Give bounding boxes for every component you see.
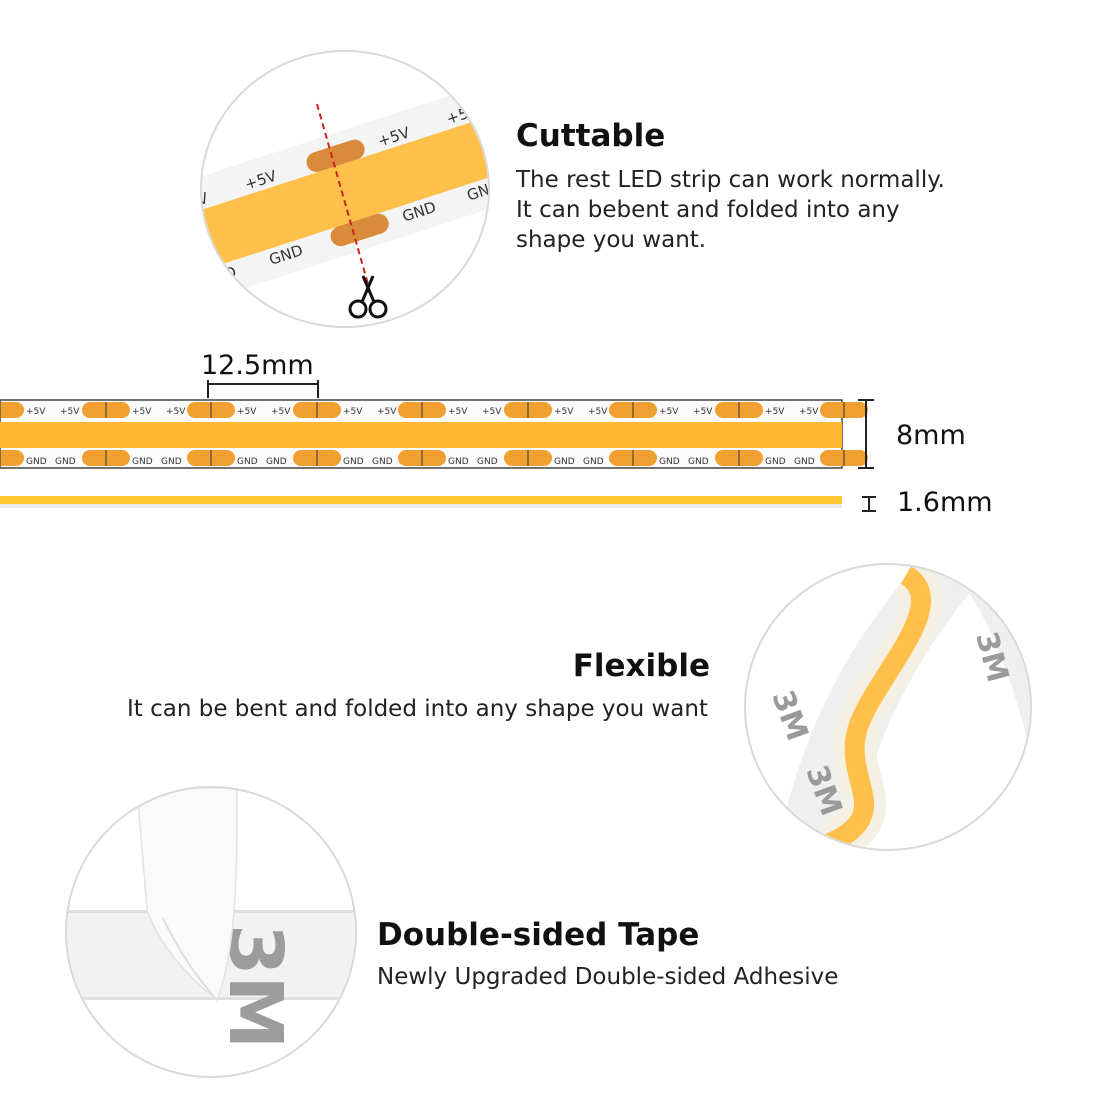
pos-pad-label: +5V	[448, 407, 468, 417]
gnd-pad-label: GND	[55, 457, 76, 467]
gnd-pad-label: GND	[266, 457, 287, 467]
gnd-pad-label: GND	[448, 457, 469, 467]
copper-pad-bottom	[330, 213, 389, 247]
gnd-pad-label: GND	[343, 457, 364, 467]
pos-pad-label: +5V	[343, 407, 363, 417]
cuttable-line-2: It can bebent and folded into any	[516, 197, 900, 223]
cut-line	[316, 103, 369, 285]
strip-led-curve	[821, 566, 931, 849]
strip-side-view	[0, 496, 842, 506]
flexible-closeup-circle: 3M 3M 3M	[744, 563, 1032, 851]
cuttable-closeup-illustration: +5V +5V +5V +5V GND GND GND GND	[202, 74, 488, 319]
pos-label: +5V	[202, 189, 211, 216]
segment-length-label: 12.5mm	[201, 350, 314, 381]
gnd-pad-label: GND	[794, 457, 815, 467]
peel-shadow	[162, 917, 218, 1001]
flexible-closeup-illustration: 3M 3M 3M	[764, 565, 1030, 849]
pos-pad-label: +5V	[132, 407, 152, 417]
cuttable-closeup-circle: +5V +5V +5V +5V GND GND GND GND	[200, 50, 490, 328]
pos-pad-label: +5V	[588, 407, 608, 417]
gnd-pad-label: GND	[26, 457, 47, 467]
pos-pad-label: +5V	[799, 407, 819, 417]
gnd-pad-label: GND	[688, 457, 709, 467]
gnd-pad-label: GND	[372, 457, 393, 467]
tape-closeup-illustration: 3M	[67, 788, 355, 1049]
pos-pad-label: +5V	[60, 407, 80, 417]
pos-pad-label: +5V	[693, 407, 713, 417]
gnd-pad-label: GND	[659, 457, 680, 467]
pos-pad-label: +5V	[166, 407, 186, 417]
pos-pad-label: +5V	[765, 407, 785, 417]
gnd-pad-label: GND	[132, 457, 153, 467]
gnd-pad-label: GND	[583, 457, 604, 467]
pos-pad-label: +5V	[237, 407, 257, 417]
gnd-pad-label: GND	[554, 457, 575, 467]
tape-title: Double-sided Tape	[377, 917, 700, 953]
gnd-pad-label: GND	[765, 457, 786, 467]
strip-side-tape	[0, 504, 842, 508]
strip-pads: +5V +5V GND GND +5V +5V GND GND +5V +5V GND GND +5V +…	[0, 402, 868, 467]
width-label: 8mm	[896, 420, 966, 451]
flexible-title: Flexible	[572, 648, 710, 684]
pos-pad-label: +5V	[377, 407, 397, 417]
tape-brand-mark: 3M	[764, 686, 814, 746]
pos-pad-label: +5V	[271, 407, 291, 417]
gnd-pad-label: GND	[237, 457, 258, 467]
cuttable-title: Cuttable	[516, 118, 666, 154]
pos-pad-label: +5V	[482, 407, 502, 417]
pos-pad-label: +5V	[659, 407, 679, 417]
tape-closeup-circle: 3M	[65, 786, 357, 1078]
strip-led-band	[202, 105, 488, 278]
pos-pad-label: +5V	[26, 407, 46, 417]
copper-pad-top	[306, 139, 365, 172]
thickness-label: 1.6mm	[897, 487, 993, 518]
scissors-icon	[348, 275, 388, 319]
cuttable-line-3: shape you want.	[516, 227, 707, 253]
copper-pad	[0, 450, 24, 466]
led-strip-dimension-diagram: +5V +5V GND GND +5V +5V GND GND +5V +5V GND GND +5V +…	[0, 380, 876, 512]
copper-pad	[0, 402, 24, 418]
flexible-desc: It can be bent and folded into any shape…	[126, 696, 708, 722]
strip-top-led-band	[0, 422, 842, 448]
gnd-pad-label: GND	[477, 457, 498, 467]
pos-pad-label: +5V	[554, 407, 574, 417]
peeled-film	[136, 788, 238, 1002]
tape-edge	[67, 997, 355, 1000]
cuttable-line-1: The rest LED strip can work normally.	[516, 167, 945, 193]
tape-desc: Newly Upgraded Double-sided Adhesive	[377, 964, 839, 990]
gnd-label: GND	[202, 263, 239, 291]
gnd-pad-label: GND	[161, 457, 182, 467]
